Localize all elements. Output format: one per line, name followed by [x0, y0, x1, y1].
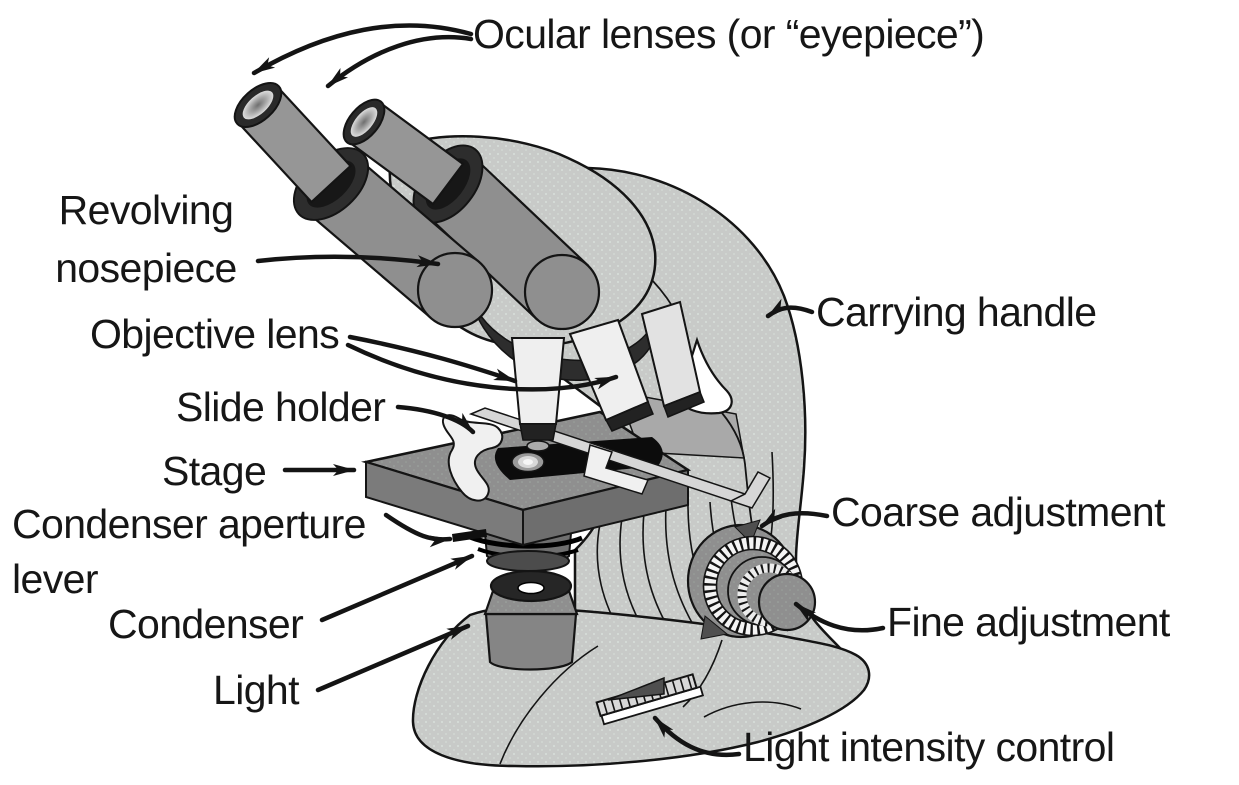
leader-light-intensity-arrow: [652, 715, 742, 758]
leader-objective-arrow-1: [347, 334, 518, 384]
label-revolving-nosepiece-line2: nosepiece: [55, 245, 237, 291]
leader-ocular-left-arrow: [251, 23, 474, 76]
label-fine-adjustment: Fine adjustment: [887, 599, 1170, 645]
label-stage: Stage: [162, 448, 267, 494]
leader-aperture-lever-arrow: [383, 512, 453, 548]
label-objective-lens: Objective lens: [90, 311, 340, 357]
fine-adjustment-knob: [727, 556, 817, 632]
label-light-intensity-control: Light intensity control: [743, 724, 1115, 770]
leader-carrying-handle-arrow: [765, 298, 815, 319]
condenser-aperture-lever: [452, 529, 487, 542]
label-condenser: Condenser: [108, 601, 304, 647]
light-intensity-slider: [595, 673, 705, 726]
leader-arrows: [251, 23, 886, 758]
eyepiece-left: [233, 82, 494, 329]
objective-front-lens: [526, 440, 550, 452]
slide-holder-bracket: [583, 444, 650, 495]
label-slide-holder: Slide holder: [176, 384, 386, 430]
label-coarse-adjustment: Coarse adjustment: [831, 489, 1166, 535]
eyepiece-right: [342, 98, 601, 331]
label-revolving-nosepiece-line1: Revolving: [58, 187, 234, 233]
leader-coarse-arrow: [759, 508, 830, 529]
leader-condenser-arrow: [319, 553, 475, 623]
leader-objective-arrow-2: [345, 342, 619, 392]
label-carrying-handle: Carrying handle: [816, 289, 1097, 335]
slide-holder-hook: [729, 471, 772, 509]
slide-holder-clip: [442, 414, 504, 502]
light-aperture-hole: [517, 581, 545, 595]
label-condenser-aperture-lever: Condenser aperture lever: [12, 497, 366, 607]
label-ocular-lenses: Ocular lenses (or “eyepiece”): [473, 11, 985, 57]
leader-slide-holder-arrow: [395, 404, 476, 435]
leader-ocular-right-arrow: [325, 34, 474, 89]
illuminator-light: [483, 569, 579, 671]
leader-nosepiece-arrow: [255, 254, 441, 268]
label-condenser-aperture-lever-line1: Condenser aperture: [12, 501, 366, 547]
objective-lens-group: [510, 300, 705, 452]
leader-fine-arrow: [793, 601, 886, 633]
leader-light-arrow: [315, 623, 471, 693]
label-condenser-aperture-lever-line2: lever: [12, 556, 98, 602]
label-revolving-nosepiece: Revolving nosepiece: [40, 181, 252, 297]
label-light: Light: [213, 667, 300, 713]
slider-pointer: [607, 676, 665, 701]
